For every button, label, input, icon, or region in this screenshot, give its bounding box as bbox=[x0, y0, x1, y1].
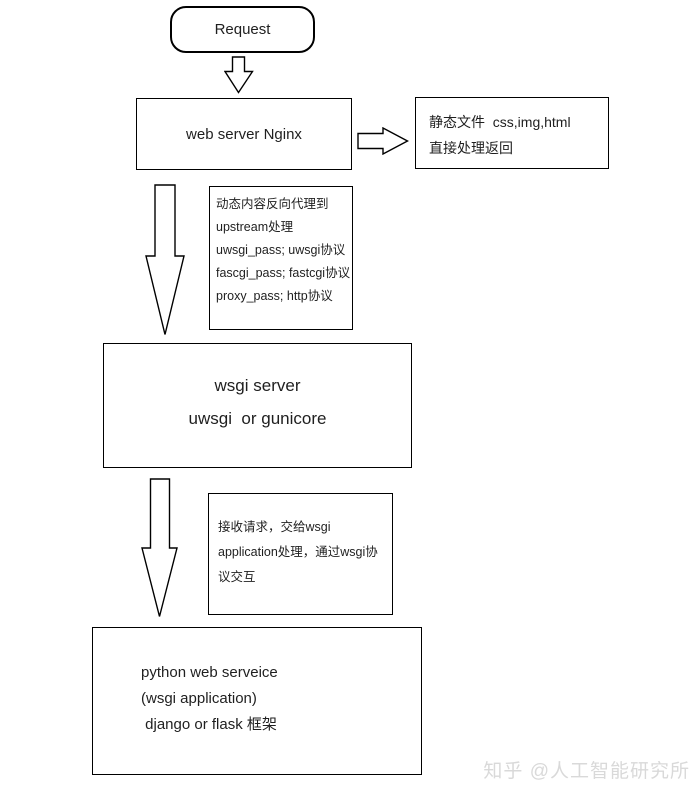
wsgi-server-node: wsgi server uwsgi or gunicore bbox=[103, 343, 412, 468]
wsgi-node-line: wsgi server bbox=[214, 376, 301, 395]
python-service-node: python web serveice (wsgi application) d… bbox=[92, 627, 422, 775]
wsgi-note: 接收请求，交给wsgi application处理，通过wsgi协 议交互 bbox=[208, 493, 393, 615]
request-label: Request bbox=[214, 21, 271, 38]
down-arrow-icon bbox=[141, 478, 178, 617]
nginx-node: web server Nginx bbox=[136, 98, 352, 170]
wsgi-note-line: 议交互 bbox=[218, 570, 256, 584]
proxy-note-line: fascgi_pass; fastcgi协议 bbox=[216, 266, 351, 280]
static-files-note: 静态文件 css,img,html 直接处理返回 bbox=[415, 97, 609, 169]
wsgi-note-line: application处理，通过wsgi协 bbox=[218, 545, 378, 559]
python-node-line: (wsgi application) bbox=[141, 690, 257, 707]
right-arrow-icon bbox=[357, 127, 409, 155]
proxy-note-line: proxy_pass; http协议 bbox=[216, 289, 333, 303]
proxy-note-line: upstream处理 bbox=[216, 220, 294, 234]
proxy-note-line: 动态内容反向代理到 bbox=[216, 197, 329, 211]
wsgi-node-line: uwsgi or gunicore bbox=[188, 409, 327, 428]
proxy-note: 动态内容反向代理到 upstream处理 uwsgi_pass; uwsgi协议… bbox=[209, 186, 353, 330]
down-arrow-icon bbox=[224, 56, 254, 94]
zhihu-watermark: 知乎 @人工智能研究所 bbox=[483, 761, 690, 782]
request-node: Request bbox=[170, 6, 315, 53]
down-arrow-icon bbox=[145, 184, 185, 335]
proxy-note-line: uwsgi_pass; uwsgi协议 bbox=[216, 243, 346, 257]
static-note-line: 直接处理返回 bbox=[429, 140, 513, 156]
python-node-line: python web serveice bbox=[141, 664, 278, 681]
nginx-label: web server Nginx bbox=[186, 125, 302, 143]
python-node-line: django or flask 框架 bbox=[141, 716, 277, 733]
wsgi-note-line: 接收请求，交给wsgi bbox=[218, 520, 331, 534]
static-note-line: 静态文件 css,img,html bbox=[429, 114, 571, 130]
